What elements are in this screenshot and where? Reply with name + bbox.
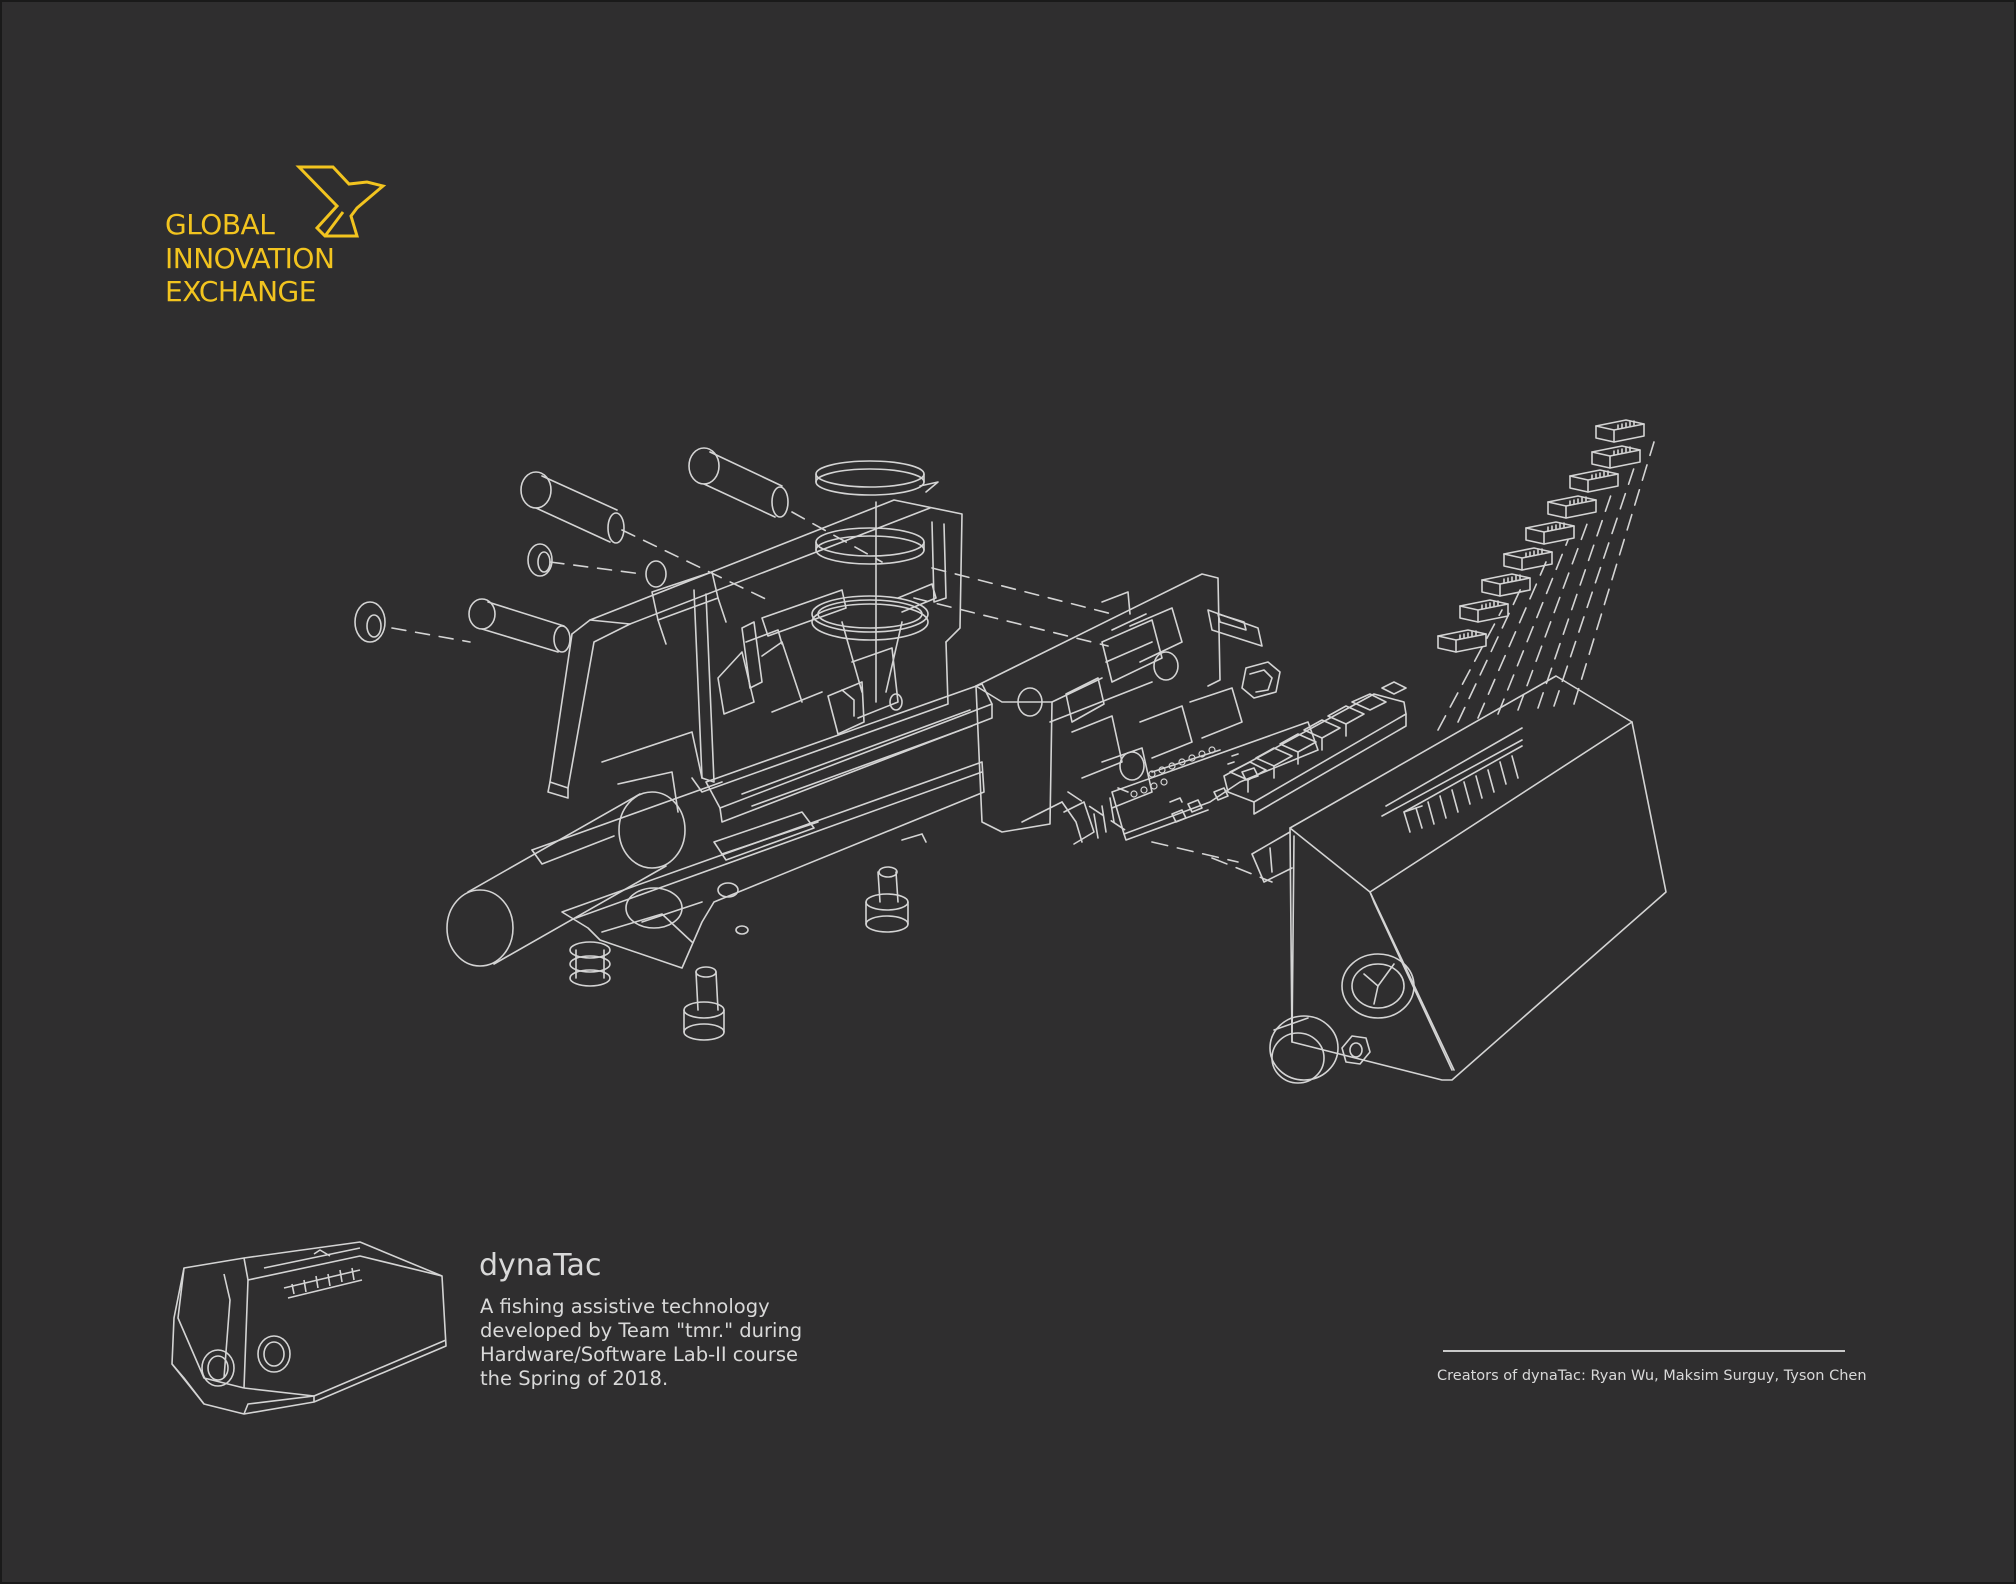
description-line: the Spring of 2018. xyxy=(480,1367,669,1390)
base-rail xyxy=(531,683,993,969)
description-line: developed by Team "tmr." during xyxy=(480,1319,803,1342)
bolt-2 xyxy=(688,447,789,518)
hex-nut xyxy=(1341,1035,1371,1065)
bolt-1 xyxy=(520,471,625,544)
product-title: dynaTac xyxy=(479,1248,602,1283)
foot-bolt-1 xyxy=(569,941,611,987)
foot-bolt-3 xyxy=(865,866,909,933)
logo-line-innovation: INNOVATION xyxy=(165,242,335,275)
logo-line-exchange: EXCHANGE xyxy=(165,275,316,308)
washer-1 xyxy=(527,543,667,588)
keycaps xyxy=(1437,419,1645,653)
product-thumbnail xyxy=(171,1241,447,1415)
product-description: A fishing assistive technology developed… xyxy=(480,1295,840,1391)
bolt-3 xyxy=(468,598,571,653)
credits-divider xyxy=(1443,1350,1845,1352)
washer-2 xyxy=(354,601,386,643)
description-line: Hardware/Software Lab-II course xyxy=(480,1343,798,1366)
x-chevron-logo-icon xyxy=(295,165,387,238)
dashed-guide xyxy=(391,511,1113,647)
axis-line xyxy=(841,501,903,703)
credits-text: Creators of dynaTac: Ryan Wu, Maksim Sur… xyxy=(1437,1368,1867,1384)
global-innovation-exchange-logo: GLOBAL INNOVATION EXCHANGE xyxy=(165,162,405,312)
keypad-strip xyxy=(1223,681,1407,815)
disc-mid xyxy=(815,527,925,565)
middle-bracket xyxy=(975,573,1281,845)
disc-top xyxy=(815,460,939,496)
main-frame xyxy=(547,499,963,799)
cylinder-handle xyxy=(446,771,686,967)
main-housing xyxy=(1251,675,1667,1081)
dashed-connectors xyxy=(1067,441,1655,883)
description-line: A fishing assistive technology xyxy=(480,1295,770,1318)
circuit-board xyxy=(1093,721,1319,841)
housing-slots xyxy=(1403,745,1523,833)
knob xyxy=(1269,1015,1339,1084)
ring-gear xyxy=(811,595,929,641)
logo-line-global: GLOBAL xyxy=(165,208,275,241)
foot-bolt-2 xyxy=(683,966,725,1041)
